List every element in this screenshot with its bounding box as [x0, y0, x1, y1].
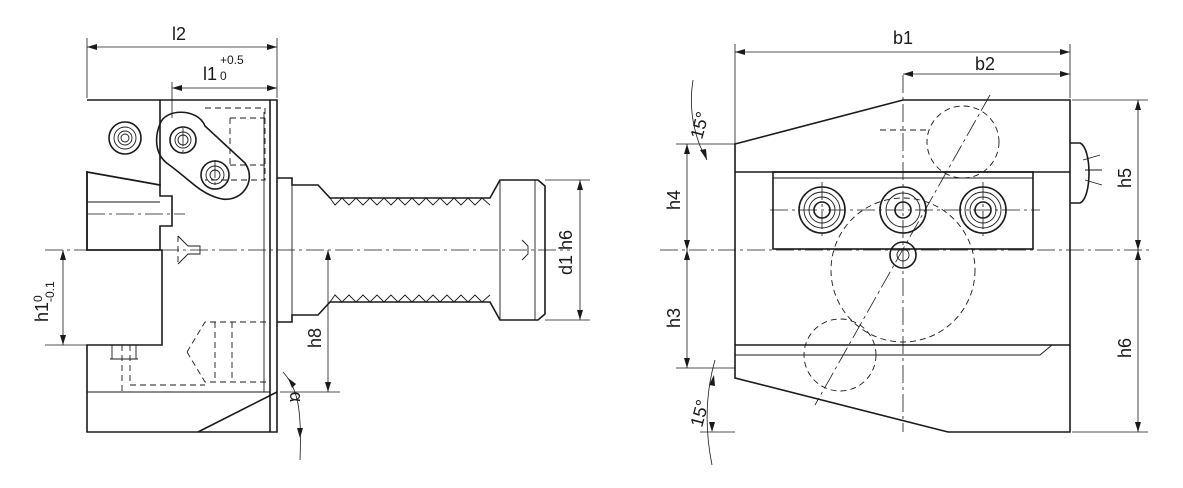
dim-angle-top-label: 15°: [687, 110, 713, 141]
dim-h5-label: h5: [1115, 168, 1135, 188]
dim-l1-tol-lower: 0: [220, 69, 227, 83]
dim-h1: h1 0 -0.1: [31, 250, 87, 346]
dim-l1-label: l1: [203, 64, 217, 84]
dim-angle-bottom: 15°: [687, 359, 735, 466]
dim-h1-tol-upper: 0: [31, 295, 45, 302]
serration-bottom: [329, 294, 491, 303]
dim-h3: h3: [664, 250, 735, 369]
dim-h6-label: h6: [1115, 338, 1135, 358]
dim-l1-tol-upper: +0.5: [220, 53, 244, 67]
serration-top: [329, 197, 491, 206]
dim-d1: d1 h6: [545, 179, 590, 321]
dim-h8: h8: [280, 250, 340, 393]
dim-d1-label: d1 h6: [556, 230, 576, 275]
side-button: [1070, 142, 1090, 204]
dim-h6: h6: [1072, 250, 1148, 433]
dim-h4: h4: [664, 143, 735, 250]
front-view: b1 b2 h4 h3: [660, 28, 1150, 466]
dim-alpha: α: [282, 371, 304, 461]
dim-b1-label: b1: [893, 28, 913, 48]
screw-icon: [108, 121, 142, 155]
dim-b2-label: b2: [975, 54, 995, 74]
front-view-body-outline: [734, 99, 1071, 433]
dim-l2-label: l2: [172, 24, 186, 44]
dim-h5: h5: [1072, 99, 1148, 250]
dim-alpha-label: α: [284, 392, 304, 402]
side-view-wedge: [197, 391, 278, 433]
dim-b2: b2: [903, 54, 1070, 77]
dim-h1-label: h1: [32, 302, 52, 322]
side-view: l2 l1 +0.5 0 h1 0 -0.1: [31, 24, 590, 461]
side-view-body-outline: [86, 99, 278, 433]
cam-lever: [155, 111, 251, 201]
dim-h3-label: h3: [664, 308, 684, 328]
dim-angle-top: 15°: [687, 79, 713, 161]
dim-angle-bottom-label: 15°: [687, 398, 713, 429]
dim-b1: b1: [734, 28, 1071, 144]
dim-l1: l1 +0.5 0: [171, 53, 277, 118]
dim-h8-label: h8: [305, 328, 325, 348]
dim-h4-label: h4: [664, 190, 684, 210]
dim-h1-tol-lower: -0.1: [43, 281, 57, 302]
